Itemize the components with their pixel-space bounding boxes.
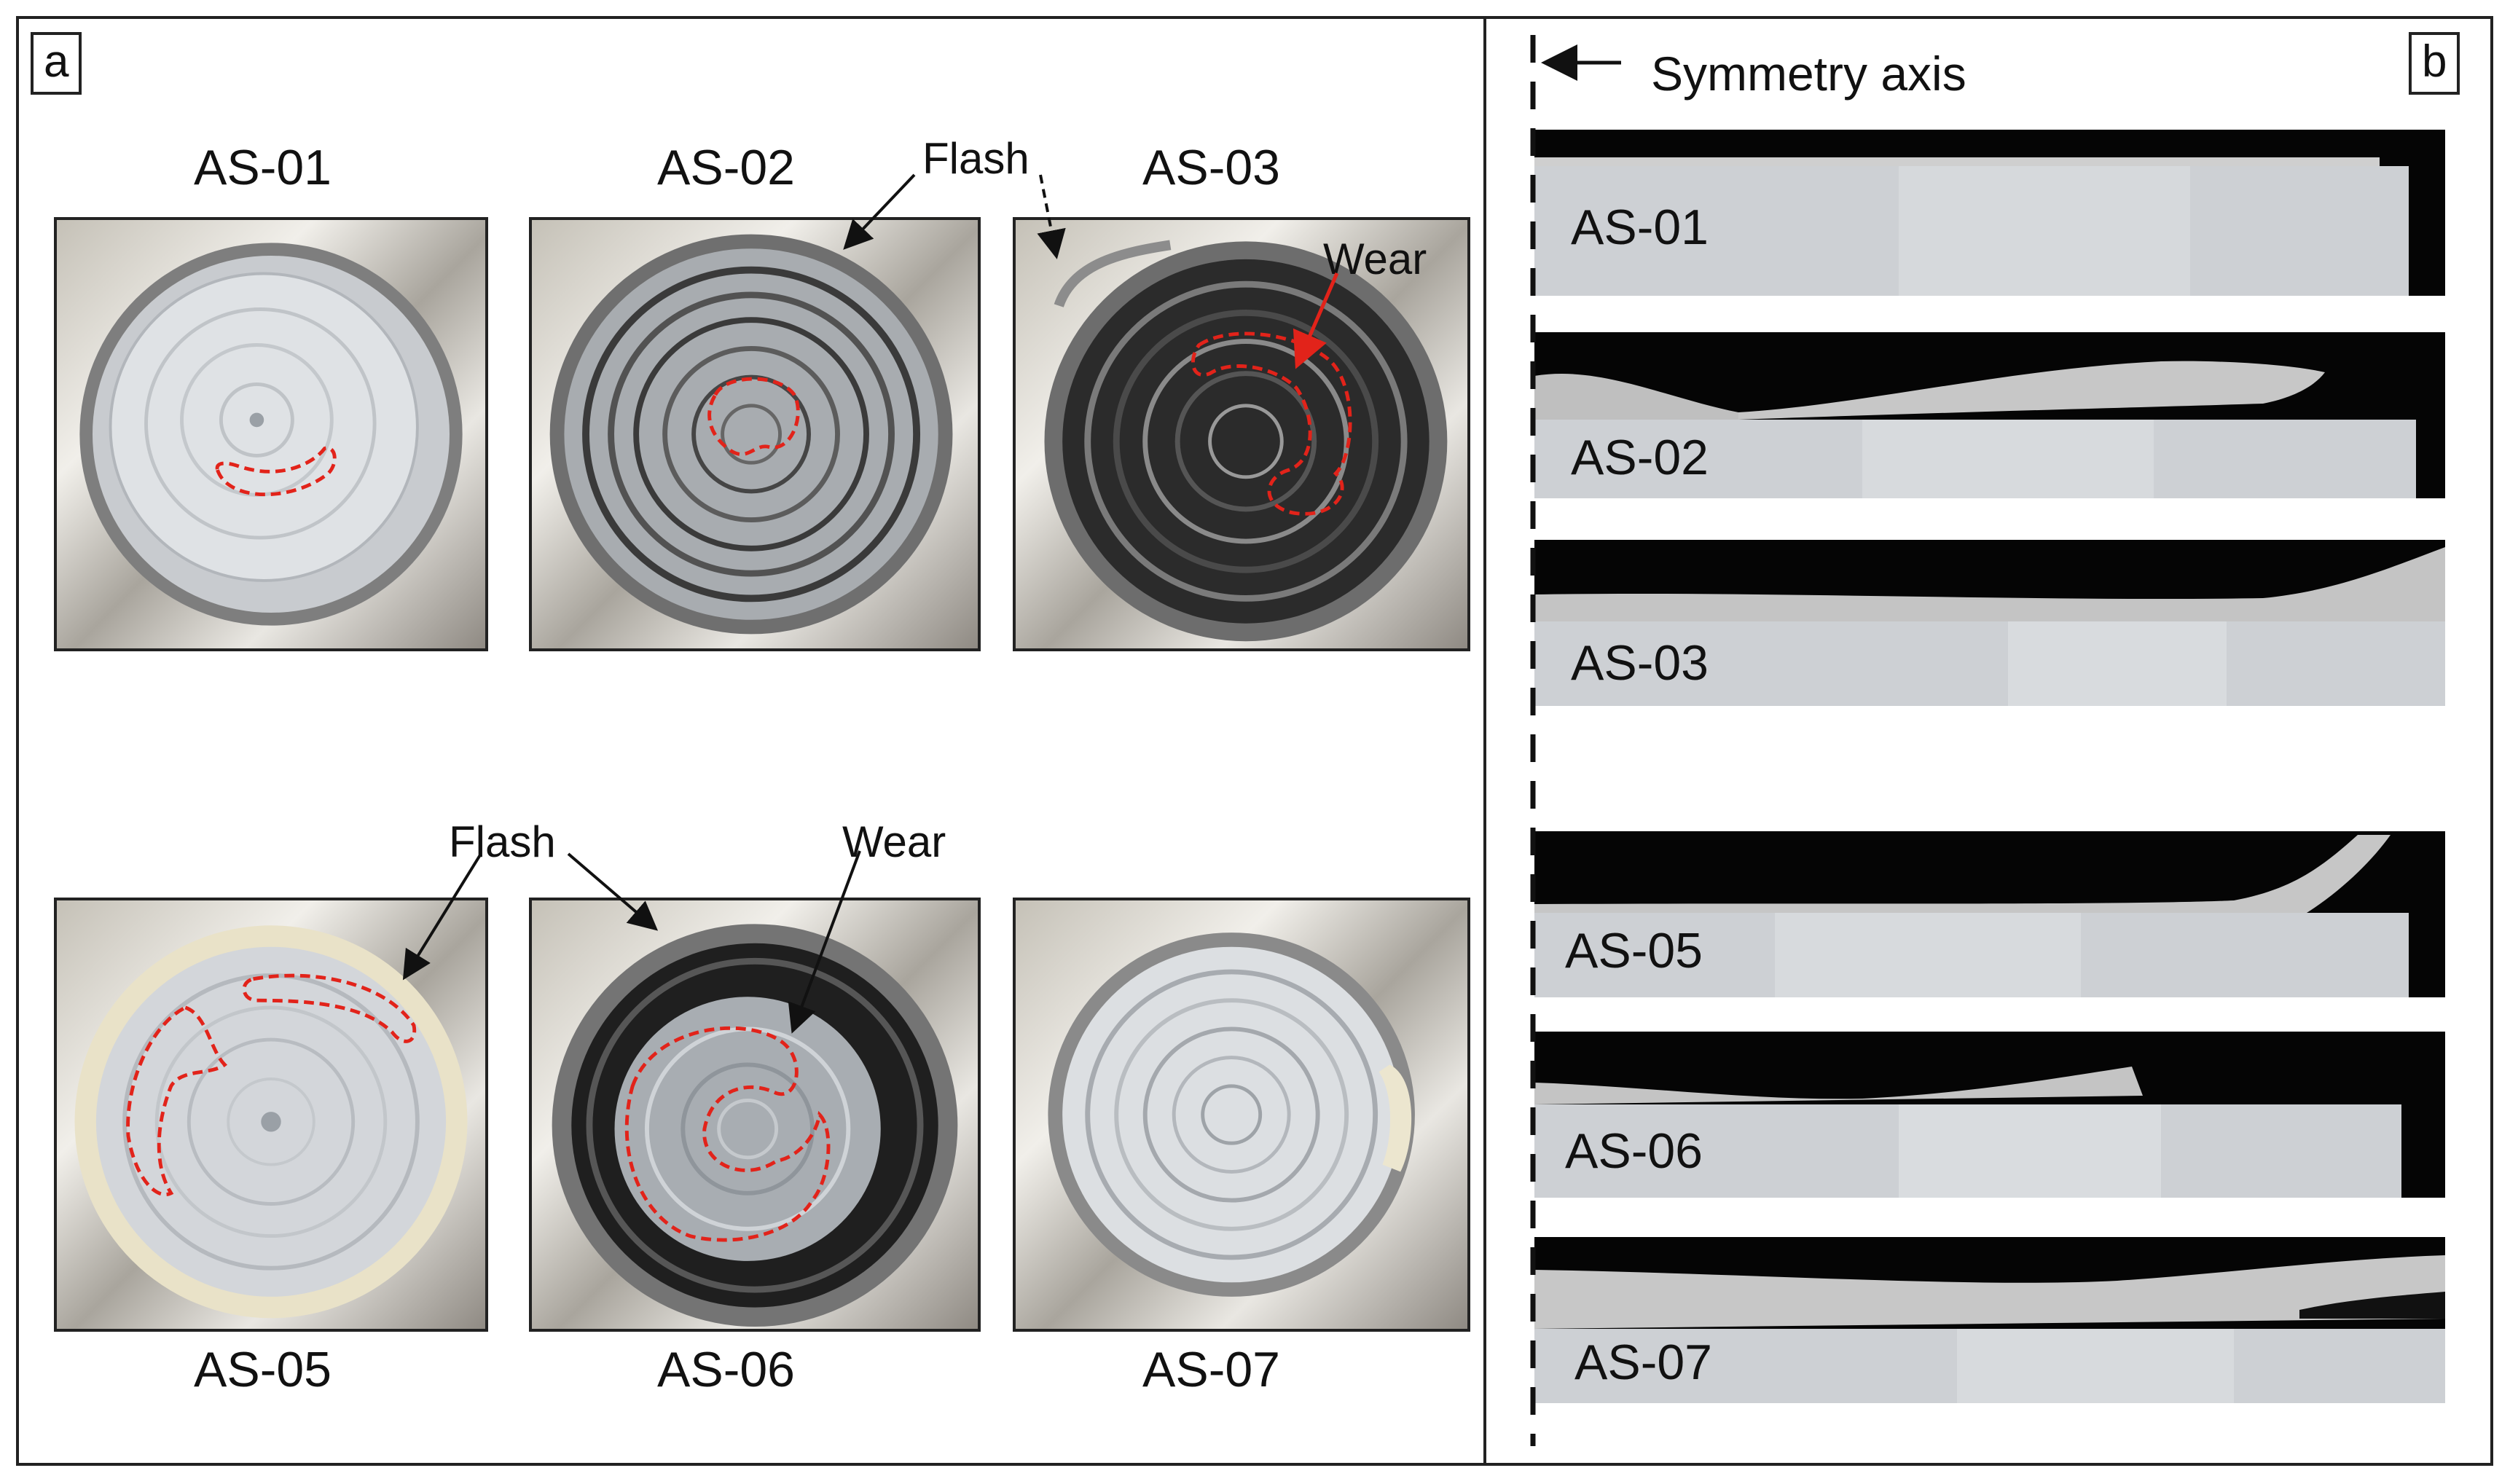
wear-outline-as-05-a xyxy=(242,973,417,1043)
panel-divider xyxy=(1483,19,1486,1463)
cross-section-as-02: AS-02 xyxy=(1534,332,2445,498)
photo-as-06 xyxy=(529,898,981,1332)
label-as-03: AS-03 xyxy=(1142,140,1280,195)
cross-section-as-01: AS-01 xyxy=(1534,130,2445,296)
strip-label-as-06: AS-06 xyxy=(1565,1123,1703,1179)
strip-label-as-01: AS-01 xyxy=(1571,200,1709,255)
strip-label-as-05: AS-05 xyxy=(1565,923,1703,978)
label-as-07: AS-07 xyxy=(1142,1342,1280,1397)
wear-outline-as-02 xyxy=(707,377,800,456)
photo-as-05 xyxy=(54,898,488,1332)
label-as-01: AS-01 xyxy=(194,140,332,195)
symmetry-axis-label: Symmetry axis xyxy=(1651,47,1966,101)
photo-as-02 xyxy=(529,217,981,651)
photo-as-01 xyxy=(54,217,488,651)
cross-section-as-06: AS-06 xyxy=(1534,1032,2445,1198)
strip-label-as-03: AS-03 xyxy=(1571,635,1709,691)
annotation-flash-top: Flash xyxy=(922,134,1030,183)
cross-section-as-05: AS-05 xyxy=(1534,831,2445,997)
figure-frame: a b AS-01 AS-02 AS-03 AS-05 AS-06 AS-07 xyxy=(16,16,2493,1466)
annotation-wear-top: Wear xyxy=(1323,235,1427,283)
wear-outline-as-01 xyxy=(215,446,337,497)
cross-section-as-07: AS-07 xyxy=(1534,1237,2445,1403)
photo-as-07 xyxy=(1013,898,1470,1332)
annotation-flash-bottom: Flash xyxy=(449,817,556,866)
wear-outline-as-03 xyxy=(1191,331,1352,516)
wear-outline-as-05-b xyxy=(126,1005,228,1196)
label-as-02: AS-02 xyxy=(657,140,795,195)
wear-outline-as-06 xyxy=(624,1026,831,1242)
label-as-06: AS-06 xyxy=(657,1342,795,1397)
label-as-05: AS-05 xyxy=(194,1342,332,1397)
cross-section-as-03: AS-03 xyxy=(1534,540,2445,706)
strip-label-as-07: AS-07 xyxy=(1574,1335,1712,1390)
panel-b-letter: b xyxy=(2409,32,2460,95)
panel-a-letter: a xyxy=(31,32,82,95)
annotation-wear-bottom: Wear xyxy=(842,817,946,866)
strip-label-as-02: AS-02 xyxy=(1571,430,1709,485)
